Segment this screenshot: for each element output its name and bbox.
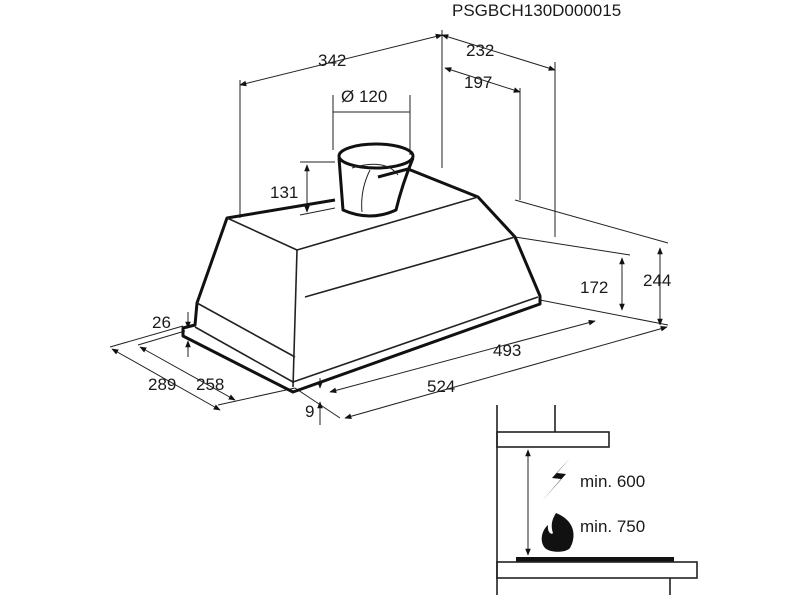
installation-inset: min. 600 min. 750 <box>496 405 698 595</box>
hood-body <box>181 167 542 394</box>
electric-min-distance: min. 600 <box>580 472 645 491</box>
dim-depth-top: 232 <box>466 41 494 60</box>
dim-width-inner: 493 <box>493 341 521 360</box>
gas-min-distance: min. 750 <box>580 517 645 536</box>
dim-height-body: 172 <box>580 278 608 297</box>
duct-outlet <box>337 142 415 218</box>
lightning-icon <box>542 458 570 501</box>
dim-bottom-offset: 9 <box>305 402 314 421</box>
extension-lines <box>109 30 669 419</box>
dim-rail-height: 26 <box>152 313 171 332</box>
product-code: PSGBCH130D000015 <box>452 1 621 20</box>
dim-width-top: 342 <box>318 51 346 70</box>
dim-duct-height: 131 <box>270 183 298 202</box>
dim-depth-body: 258 <box>196 375 224 394</box>
flame-icon <box>541 513 574 552</box>
dim-depth-inner: 197 <box>464 73 492 92</box>
dim-height-total: 244 <box>643 271 671 290</box>
dimension-lines <box>111 33 668 425</box>
dim-width-total: 524 <box>427 377 455 396</box>
dim-depth-total: 289 <box>148 375 176 394</box>
dim-duct-diameter: Ø 120 <box>341 87 387 106</box>
